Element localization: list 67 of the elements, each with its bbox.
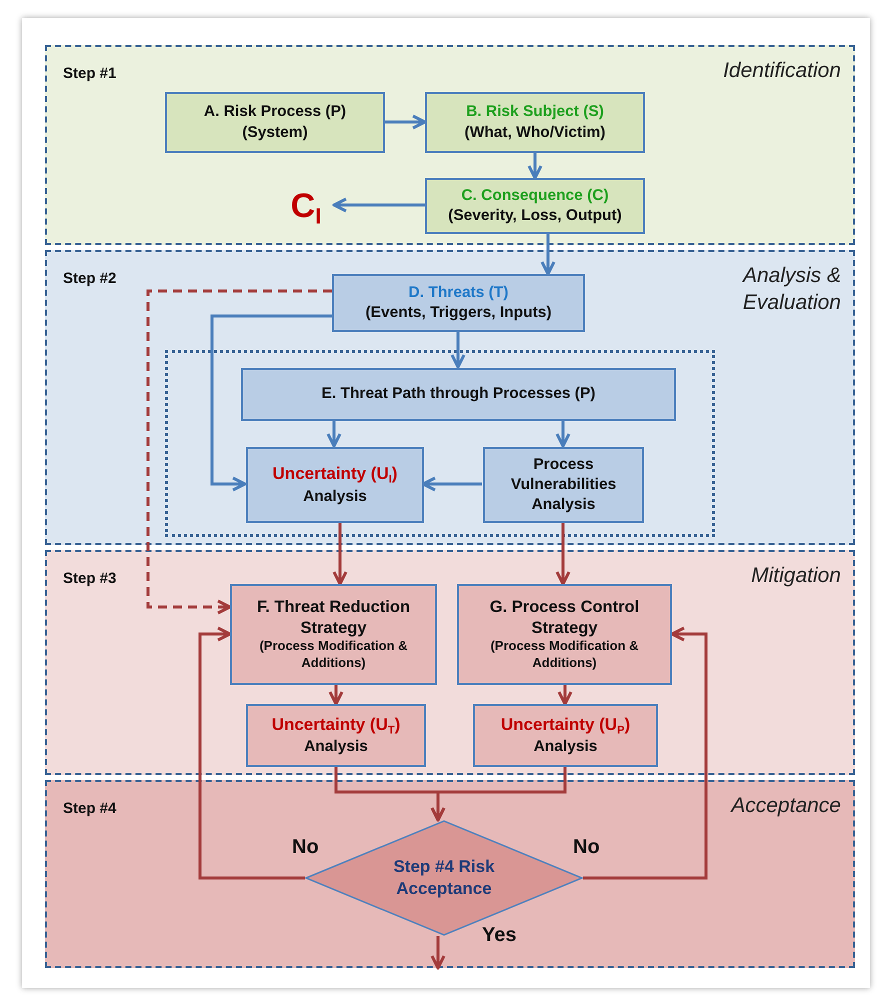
arrow bbox=[556, 420, 570, 448]
box-text: Analysis bbox=[303, 486, 367, 507]
edge-label: Yes bbox=[482, 924, 516, 947]
diamond-label: Step #4 Risk Acceptance bbox=[392, 856, 496, 900]
step-band bbox=[45, 780, 855, 968]
process-box bbox=[246, 447, 424, 523]
box-text: (Severity, Loss, Output) bbox=[448, 206, 622, 226]
arrow bbox=[583, 626, 708, 880]
box-title: F. Threat Reduction Strategy bbox=[256, 596, 412, 638]
process-box bbox=[483, 447, 644, 523]
box-text: (System) bbox=[242, 122, 308, 142]
box-title: A. Risk Process (P) bbox=[204, 102, 346, 122]
arrow bbox=[332, 198, 425, 212]
box-text: (Process Modification & Additions) bbox=[489, 638, 640, 672]
process-box bbox=[332, 274, 585, 332]
arrow bbox=[422, 476, 482, 492]
process-box bbox=[241, 368, 676, 421]
arrow bbox=[528, 153, 542, 180]
box-title: E. Threat Path through Processes (P) bbox=[322, 384, 596, 404]
arrow bbox=[430, 936, 446, 970]
arrow bbox=[450, 332, 466, 368]
arrow bbox=[328, 685, 344, 706]
arrow bbox=[210, 314, 332, 492]
arrow bbox=[556, 522, 570, 586]
box-title: C. Consequence (C) bbox=[461, 186, 609, 206]
box-text: (Events, Triggers, Inputs) bbox=[365, 303, 552, 323]
step-label: Step #4 bbox=[63, 800, 116, 817]
box-title: B. Risk Subject (S) bbox=[466, 102, 604, 122]
box-title: Uncertainty (U$_{P}$) bbox=[500, 714, 630, 738]
process-box bbox=[246, 704, 426, 767]
stage-title: Mitigation bbox=[751, 563, 841, 589]
stage-title: Identification bbox=[723, 58, 841, 84]
step-band bbox=[45, 45, 855, 245]
step-label: Step #3 bbox=[63, 570, 116, 587]
arrow bbox=[540, 234, 556, 276]
stage-title: Analysis & Evaluation bbox=[741, 263, 841, 316]
process-box bbox=[473, 704, 658, 767]
arrow bbox=[332, 522, 348, 586]
arrow bbox=[385, 114, 426, 130]
box-text: (Process Modification & Additions) bbox=[258, 638, 409, 672]
process-box bbox=[425, 178, 645, 234]
process-box bbox=[425, 92, 645, 153]
step-band bbox=[45, 250, 855, 545]
box-title: G. Process Control Strategy bbox=[488, 596, 640, 638]
arrow bbox=[326, 420, 342, 448]
dashed-arrow bbox=[146, 290, 332, 614]
step-label: Step #2 bbox=[63, 270, 116, 287]
symbol-label: C$_{I}$ bbox=[278, 182, 334, 230]
step-label: Step #1 bbox=[63, 65, 116, 82]
box-title: Process Vulnerabilities Analysis bbox=[510, 454, 618, 516]
process-box bbox=[230, 584, 437, 685]
edge-label: No bbox=[573, 836, 600, 859]
box-text: (What, Who/Victim) bbox=[464, 122, 606, 142]
process-box bbox=[457, 584, 672, 685]
arrow bbox=[430, 767, 566, 822]
process-box bbox=[165, 92, 385, 153]
arrow bbox=[198, 626, 305, 880]
edge-label: No bbox=[292, 836, 319, 859]
box-title: Uncertainty (U$_{I}$) bbox=[272, 463, 398, 487]
group-frame bbox=[165, 350, 715, 537]
box-text: Analysis bbox=[534, 737, 598, 758]
box-text: Analysis bbox=[304, 737, 368, 758]
arrow bbox=[558, 685, 572, 706]
stage-title: Acceptance bbox=[731, 793, 841, 819]
step-band bbox=[45, 550, 855, 775]
box-title: D. Threats (T) bbox=[408, 282, 508, 303]
box-title: Uncertainty (U$_{T}$) bbox=[272, 714, 400, 738]
